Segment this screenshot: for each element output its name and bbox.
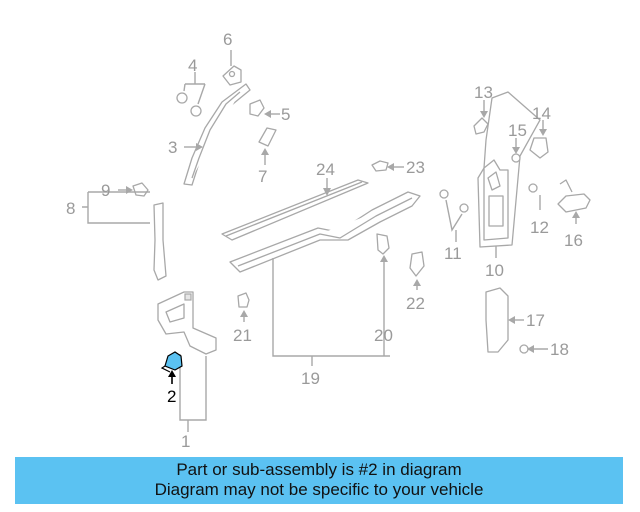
part-22: 22 [406, 251, 425, 313]
callout-2: 2 [167, 387, 176, 406]
callout-20: 20 [374, 326, 393, 345]
callout-12: 12 [530, 218, 549, 237]
callout-24: 24 [316, 160, 335, 179]
part-12: 12 [528, 183, 549, 237]
callout-22: 22 [406, 294, 425, 313]
callout-4: 4 [188, 56, 197, 75]
banner-line-2: Diagram may not be specific to your vehi… [154, 480, 484, 499]
callout-13: 13 [474, 83, 493, 102]
callout-1: 1 [181, 432, 190, 451]
part-15: 15 [508, 121, 527, 163]
callout-5: 5 [281, 105, 290, 124]
banner-line-1: Part or sub-assembly is #2 in diagram [176, 460, 462, 479]
part-24: 24 [221, 160, 369, 241]
part-7: 7 [258, 127, 277, 186]
part-3: 3 [168, 83, 251, 186]
callout-7: 7 [258, 167, 267, 186]
part-13: 13 [473, 83, 493, 135]
callout-18: 18 [550, 340, 569, 359]
part-2-highlighted: 2 [160, 351, 183, 406]
part-1: 1 [157, 291, 217, 451]
callout-11: 11 [444, 244, 462, 263]
part-16: 16 [557, 179, 591, 250]
callout-21: 21 [233, 326, 252, 345]
part-11: 11 [439, 189, 469, 263]
part-19: 19 [229, 191, 421, 388]
callout-19: 19 [301, 369, 320, 388]
part-21: 21 [233, 292, 252, 345]
callout-6: 6 [223, 30, 232, 49]
part-17: 17 [485, 287, 545, 353]
callout-23: 23 [406, 158, 425, 177]
part-14: 14 [529, 104, 551, 159]
part-10: 10 [477, 91, 541, 280]
part-8-9: 8 9 [66, 181, 167, 281]
info-banner: Part or sub-assembly is #2 in diagram Di… [15, 457, 623, 504]
part-18: 18 [519, 340, 569, 359]
callout-9: 9 [101, 181, 110, 200]
callout-10: 10 [485, 261, 504, 280]
part-6: 6 [222, 30, 242, 86]
callout-16: 16 [564, 231, 583, 250]
part-23: 23 [371, 158, 425, 177]
callout-8: 8 [66, 199, 75, 218]
callout-15: 15 [508, 121, 527, 140]
part-4: 4 [176, 56, 206, 117]
part-20: 20 [374, 233, 393, 356]
callout-3: 3 [168, 138, 177, 157]
callout-17: 17 [526, 311, 545, 330]
part-5: 5 [249, 99, 290, 124]
callout-14: 14 [532, 104, 551, 123]
